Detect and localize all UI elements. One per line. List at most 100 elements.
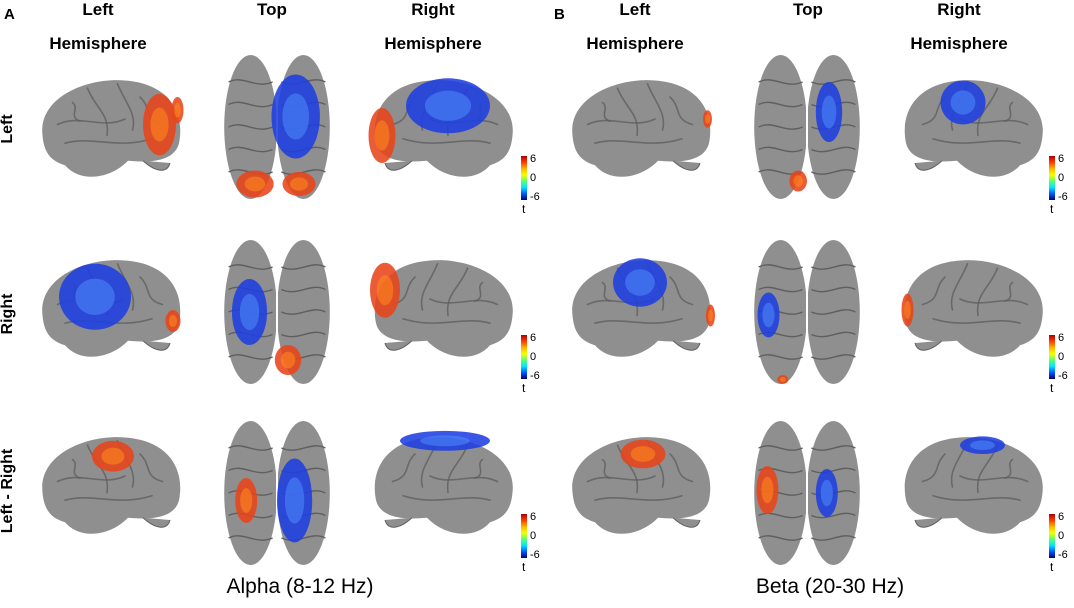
colorbar-mid: 0 [530, 351, 537, 363]
brain-side-left-view [42, 260, 181, 357]
col-head-b-right-sub: Hemisphere [910, 34, 1008, 53]
col-head-b-right: Right [937, 0, 981, 19]
colorbar-a-row2: 6 0 -6 t [521, 333, 561, 395]
colorbar-mid: 0 [1058, 530, 1065, 542]
activation-core [168, 314, 178, 328]
colorbar-mid: 0 [530, 530, 537, 542]
row-label-left-minus-right: Left - Right [0, 448, 16, 534]
activation-core [762, 302, 775, 328]
activation-core [240, 488, 253, 513]
colorbar-unit: t [1050, 381, 1054, 395]
colorbar-mid: 0 [1058, 172, 1065, 184]
colorbar-b-row1: 6 0 -6 t [1049, 154, 1074, 216]
brain-side-left-view [572, 80, 712, 177]
colorbar-unit: t [1050, 202, 1054, 216]
colorbar-mid: 0 [1058, 351, 1065, 363]
activation-core [761, 476, 774, 504]
col-head-a-left: Left [82, 0, 114, 19]
activation-core [970, 440, 995, 451]
activation-core [821, 95, 837, 129]
colorbar-unit: t [1050, 560, 1054, 574]
activation-core [101, 447, 125, 465]
band-label-beta: Beta (20-30 Hz) [755, 575, 905, 598]
colorbar-min: -6 [530, 191, 540, 203]
col-head-b-left-sub: Hemisphere [586, 34, 684, 53]
brain-top-view [224, 239, 330, 385]
col-head-a-right-sub: Hemisphere [384, 34, 482, 53]
colorbar-gradient [521, 335, 527, 379]
activation-core [244, 176, 266, 192]
colorbar-max: 6 [530, 511, 537, 523]
brain-side-right-view [370, 260, 513, 357]
brain-side-right-view [904, 436, 1043, 534]
col-head-b-top: Top [793, 0, 823, 19]
activation-core [374, 120, 390, 151]
activation-core [376, 275, 394, 306]
colorbar-min: -6 [530, 370, 540, 382]
colorbar-a-row3: 6 0 -6 t [521, 512, 561, 574]
colorbar-max: 6 [1058, 332, 1065, 344]
colorbar-unit: t [522, 381, 526, 395]
col-head-a-right: Right [411, 0, 455, 19]
colorbar-gradient [521, 514, 527, 558]
activation-core [282, 93, 310, 140]
colorbar-min: -6 [530, 549, 540, 561]
brain-top-view [754, 54, 860, 200]
colorbar-mid: 0 [530, 172, 537, 184]
colorbar-max: 6 [530, 153, 537, 165]
activation-core [950, 90, 976, 115]
brain-side-left-view [42, 80, 184, 177]
colorbar-max: 6 [1058, 153, 1065, 165]
colorbar-b-row2: 6 0 -6 t [1049, 333, 1074, 395]
brain-side-right-view [901, 260, 1043, 357]
brain-side-left-view [42, 437, 181, 534]
colorbar-max: 6 [1058, 511, 1065, 523]
brain-top-view [754, 420, 860, 566]
activation-core [625, 269, 655, 296]
panel-letter-a: A [4, 6, 15, 23]
activation-core [820, 479, 833, 507]
brain-side-left-view [572, 258, 715, 357]
activation-core [289, 177, 309, 191]
brain-top-view [754, 239, 860, 385]
activation-core [284, 477, 305, 524]
activation-core [150, 107, 169, 142]
activation-core [424, 90, 472, 121]
col-head-b-left: Left [619, 0, 651, 19]
activation-core [779, 377, 786, 382]
colorbar-min: -6 [1058, 370, 1068, 382]
band-label-alpha: Alpha (8-12 Hz) [226, 575, 374, 598]
col-head-a-left-sub: Hemisphere [49, 34, 147, 53]
colorbar-gradient [521, 156, 527, 200]
colorbar-min: -6 [1058, 191, 1068, 203]
brain-side-left-view [572, 437, 711, 534]
activation-core [174, 102, 181, 118]
colorbar-gradient [1049, 514, 1055, 558]
brain-side-right-view [904, 80, 1043, 177]
row-label-left: Left [0, 114, 16, 144]
colorbar-unit: t [522, 560, 526, 574]
colorbar-gradient [1049, 335, 1055, 379]
row-label-right: Right [0, 293, 16, 335]
activation-core [420, 435, 470, 447]
colorbar-unit: t [522, 202, 526, 216]
activation-core [75, 278, 115, 315]
colorbar-min: -6 [1058, 549, 1068, 561]
brain-side-right-view [374, 430, 513, 534]
colorbar-gradient [1049, 156, 1055, 200]
colorbar-a-row1: 6 0 -6 t [521, 154, 561, 216]
activation-core [708, 309, 713, 322]
colorbar-max: 6 [530, 332, 537, 344]
brain-side-right-view [368, 78, 513, 177]
activation-core [705, 114, 710, 124]
activation-core [239, 293, 260, 331]
brain-top-view [224, 54, 330, 200]
activation-core [280, 351, 296, 369]
col-head-a-top: Top [257, 0, 287, 19]
activation-core [630, 446, 656, 462]
panel-letter-b: B [554, 6, 565, 23]
colorbar-b-row3: 6 0 -6 t [1049, 512, 1074, 574]
brain-top-view [224, 420, 330, 566]
activation-core [793, 175, 804, 187]
activation-core [904, 300, 911, 320]
